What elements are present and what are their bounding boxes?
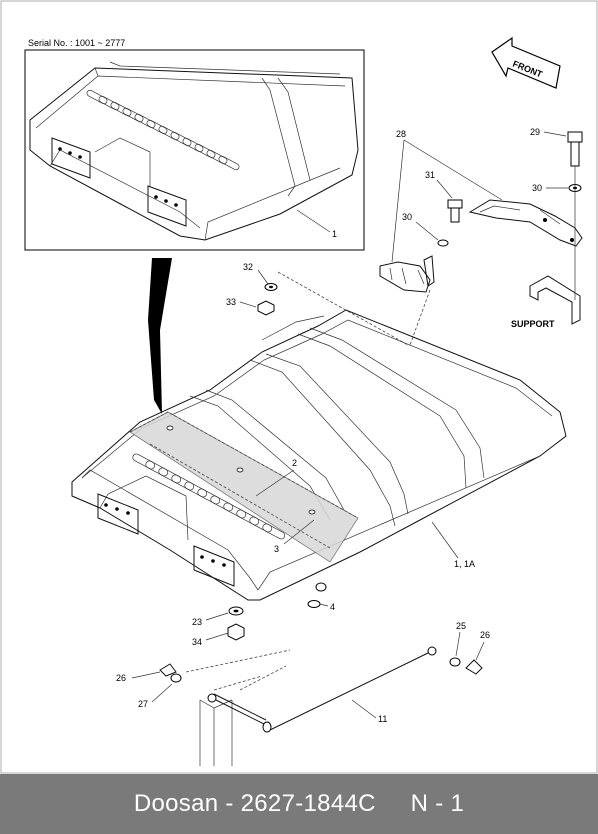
callout-31: 31 xyxy=(425,170,435,180)
footer-page: N - 1 xyxy=(410,790,465,817)
callout-32: 32 xyxy=(243,262,253,272)
callout-1-1a: 1, 1A xyxy=(454,559,475,569)
callout-28: 28 xyxy=(396,129,406,139)
callout-33: 33 xyxy=(226,297,236,307)
inset-leader xyxy=(148,258,172,414)
footer-bar: Doosan - 2627-1844C N - 1 xyxy=(0,774,598,834)
inset-panel: Serial No. : 1001 ~ 2777 xyxy=(24,38,365,251)
callout-26-left: 26 xyxy=(116,673,126,683)
serial-number-label: Serial No. : 1001 ~ 2777 xyxy=(28,38,125,48)
callout-4: 4 xyxy=(330,602,335,612)
callout-23: 23 xyxy=(192,617,202,627)
callout-11: 11 xyxy=(378,714,387,724)
support-label: SUPPORT xyxy=(511,319,555,329)
roof-main: 2 3 1, 1A xyxy=(71,309,567,601)
callout-3: 3 xyxy=(274,544,279,554)
callout-2: 2 xyxy=(292,458,297,468)
callout-26-right: 26 xyxy=(480,630,490,640)
fasteners-32-33: 32 33 xyxy=(226,262,278,316)
footer-part-number: 2627-1844C xyxy=(240,790,376,817)
support-rod-assembly: 25 26 26 27 11 xyxy=(116,621,490,766)
callout-25: 25 xyxy=(456,621,466,631)
parts-diagram: Serial No. : 1001 ~ 2777 xyxy=(0,0,598,774)
callout-29: 29 xyxy=(530,127,540,137)
fasteners-23-34: 23 34 xyxy=(192,606,245,647)
footer-brand: Doosan xyxy=(133,790,219,817)
callout-34: 34 xyxy=(192,637,202,647)
latch-assembly: SUPPORT 28 29 30 31 30 xyxy=(277,127,583,346)
callout-30-right: 30 xyxy=(532,183,542,193)
callout-27: 27 xyxy=(138,699,148,709)
callout-1: 1 xyxy=(332,229,337,239)
callout-30-left: 30 xyxy=(402,212,412,222)
fastener-4: 4 xyxy=(307,582,335,612)
